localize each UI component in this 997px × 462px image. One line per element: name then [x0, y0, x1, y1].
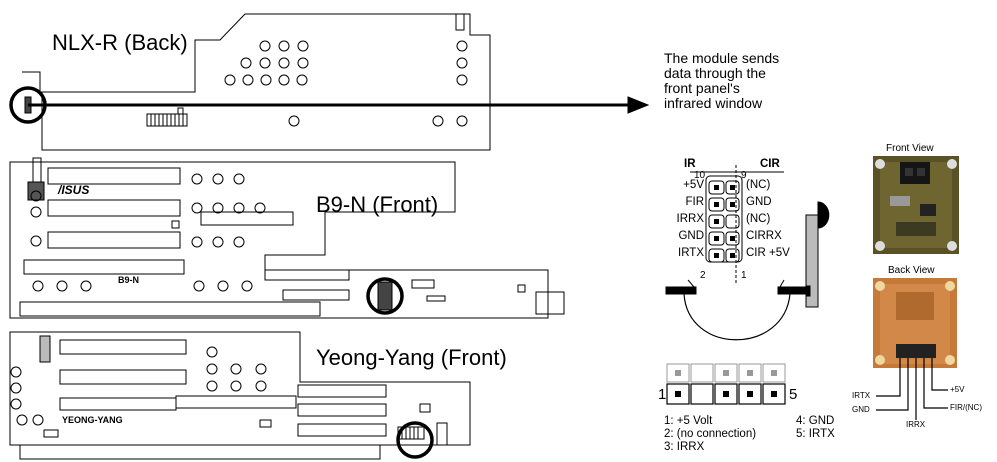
arrow-note-line: The module sends [664, 50, 780, 66]
back-label-irrx: IRRX [906, 420, 926, 429]
cir-pin-label: CIR +5V [746, 247, 790, 259]
ir-pin-label: IRRX [676, 213, 704, 225]
cir-pin-label: CIRRX [746, 230, 782, 242]
arrow-note: The module sends data through the front … [664, 51, 779, 111]
back-label-irtx: IRTX [852, 391, 871, 400]
data-arrow [9, 86, 650, 124]
b9n-silkscreen: B9-N [118, 275, 140, 285]
arrow-note-line: front panel's [664, 80, 740, 96]
back-view-caption: Back View [888, 265, 935, 276]
legend-pin-5: 5: IRTX [796, 428, 835, 440]
pin-number-1: 1 [741, 270, 747, 281]
five-pin-connector [666, 363, 786, 405]
ir-pin-label: IRTX [678, 247, 704, 259]
pin-number-2: 2 [700, 270, 706, 281]
legend-pin-1: 1: +5 Volt [664, 415, 713, 427]
b9n-board [9, 157, 565, 319]
cir-pin-label: (NC) [746, 213, 771, 225]
five-pin-number-5: 5 [789, 386, 798, 403]
front-view-caption: Front View [886, 143, 934, 154]
back-label-5v: +5V [950, 385, 965, 394]
ir-pin-label: GND [678, 230, 704, 242]
arrow-note-line: infrared window [664, 95, 763, 111]
front-view-photo [873, 156, 959, 254]
cir-pin-label: (NC) [746, 179, 771, 191]
nlx-r-title: NLX-R (Back) [52, 30, 188, 55]
pin-number-9: 9 [741, 170, 747, 181]
ir-header: IR [684, 158, 696, 170]
arrow-note-line: data through the [664, 65, 766, 81]
cir-pin-label: GND [746, 196, 772, 208]
asus-logo: /ISUS [58, 183, 90, 197]
ir-pin-label: +5V [683, 179, 704, 191]
legend-pin-3: 3: IRRX [664, 441, 705, 453]
cir-header: CIR [760, 158, 780, 170]
yeong-yang-silkscreen: YEONG-YANG [62, 415, 123, 425]
back-label-gnd: GND [852, 405, 870, 414]
back-label-fir: FIR/(NC) [950, 403, 982, 412]
yeong-yang-title: Yeong-Yang (Front) [316, 345, 507, 370]
b9n-title: B9-N (Front) [316, 192, 439, 217]
legend-pin-4: 4: GND [796, 415, 835, 427]
yeong-yang-board [9, 331, 471, 460]
ir-pin-label: FIR [685, 196, 704, 208]
five-pin-number-1: 1 [658, 386, 667, 403]
legend-pin-2: 2: (no connection) [664, 428, 757, 440]
back-view-photo [873, 278, 957, 420]
pin-number-10: 10 [694, 170, 706, 181]
ten-pin-connector [665, 165, 830, 341]
